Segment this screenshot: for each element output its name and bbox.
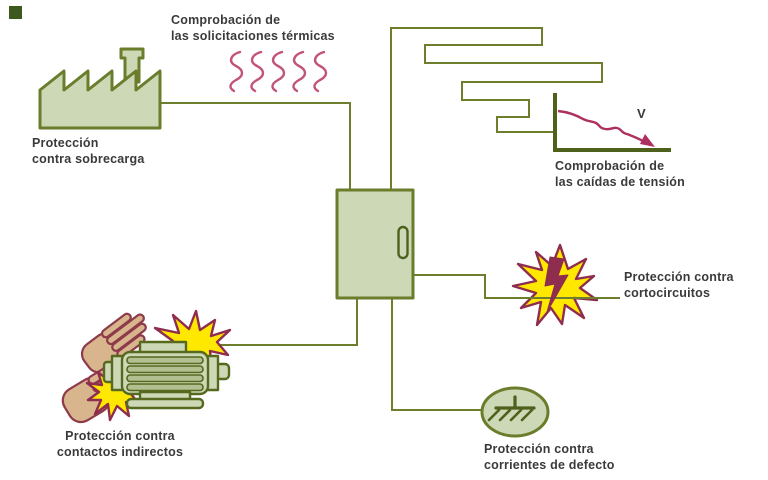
serpentine-cable-icon: [390, 27, 603, 192]
factory-building: [38, 69, 162, 130]
label-overload-protection: Protección contra sobrecarga: [32, 136, 145, 166]
label-defect-currents-protection: Protección contra corrientes de defecto: [484, 442, 615, 472]
factory-icon: [38, 47, 162, 130]
label-short-circuit-protection: Protección contra cortocircuitos: [624, 270, 734, 300]
voltage-curve: [557, 109, 646, 144]
door-handle-icon: [397, 225, 409, 260]
corner-square-icon: [9, 6, 22, 19]
curve-arrowhead-icon: [640, 134, 655, 147]
ground-feed-line: [391, 298, 483, 411]
hands-icon: [80, 312, 147, 374]
label-indirect-contacts-protection: Protección contra contactos indirectos: [56, 429, 184, 459]
supply-lines: [160, 27, 603, 411]
label-voltage-symbol: V: [637, 106, 646, 121]
motor-icon: [102, 340, 231, 410]
voltage-drop-graph-icon: [553, 93, 671, 152]
label-thermal-check: Comprobación de las solicitaciones térmi…: [171, 13, 335, 43]
label-voltage-drop-check: Comprobación de las caídas de tensión: [555, 159, 685, 189]
earth-ground-icon: [480, 386, 550, 438]
motor-feed-line: [208, 298, 358, 346]
graph-axes: [553, 93, 671, 152]
indirect-contacts-scene: [61, 309, 232, 424]
heat-waves-icon: [229, 50, 328, 93]
factory-feed-line: [160, 102, 351, 192]
distribution-box-icon: [335, 188, 415, 300]
short-circuit-burst-icon: [413, 243, 620, 327]
lightning-bolt-icon: [544, 256, 569, 313]
